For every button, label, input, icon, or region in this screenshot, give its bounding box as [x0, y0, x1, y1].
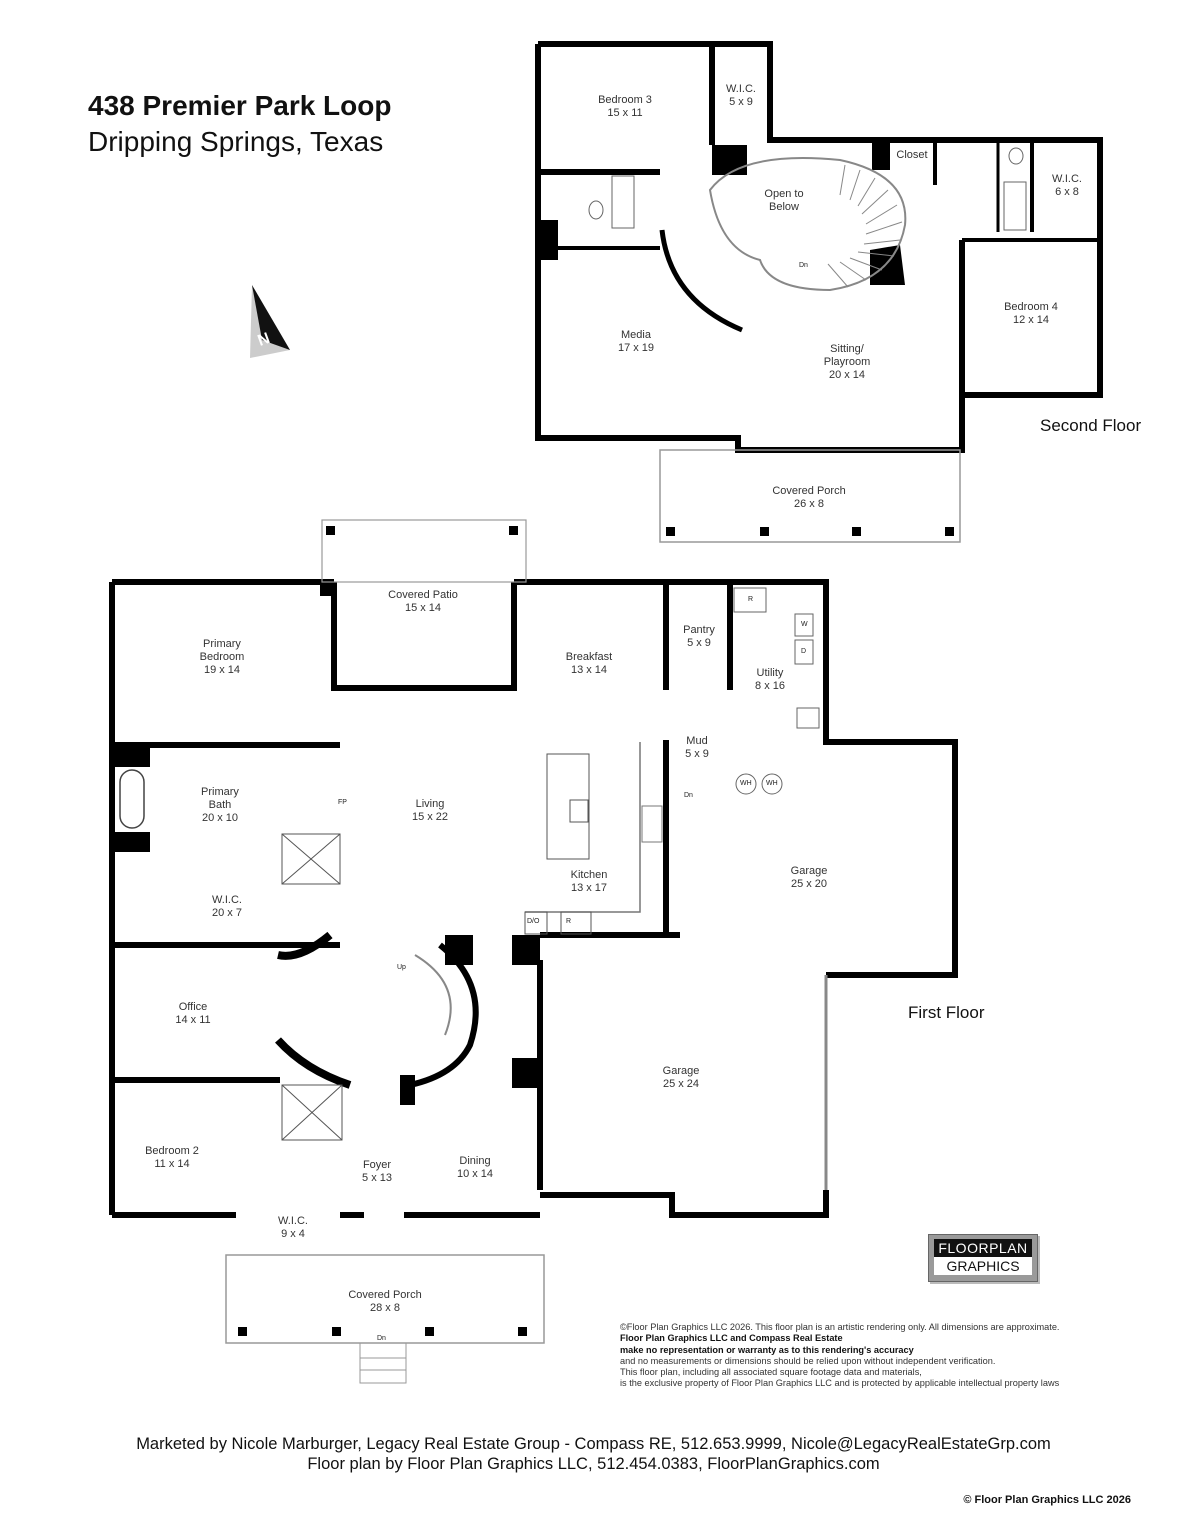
- marketed-by: Marketed by Nicole Marburger, Legacy Rea…: [136, 1435, 1051, 1453]
- second-floor-walls: [535, 41, 1103, 453]
- stair-up-label: Up: [397, 964, 406, 971]
- room-wic-upper-right: W.I.C.6 x 8: [1052, 173, 1082, 198]
- copyright: © Floor Plan Graphics LLC 2026: [963, 1494, 1131, 1506]
- footer-credits: Marketed by Nicole Marburger, Legacy Rea…: [0, 1434, 1187, 1474]
- north-arrow-icon: N: [250, 285, 290, 358]
- room-open-to-below: Open to Below: [764, 188, 804, 213]
- disclaimer: ©Floor Plan Graphics LLC 2026. This floo…: [620, 1322, 1060, 1389]
- floorplan-graphics-logo: FLOORPLAN GRAPHICS: [928, 1234, 1038, 1282]
- garage-stair-down-label: Dn: [684, 792, 693, 799]
- fireplace-label: FP: [338, 799, 347, 806]
- water-heater-1-label: WH: [740, 780, 752, 787]
- property-city-state: Dripping Springs, Texas: [88, 126, 384, 157]
- first-floor-walls: [109, 579, 958, 1218]
- floor-plan-by: Floor plan by Floor Plan Graphics LLC, 5…: [307, 1455, 880, 1473]
- stair-down-label: Dn: [799, 262, 808, 269]
- porch-down-label: Dn: [377, 1335, 386, 1342]
- water-heater-2-label: WH: [766, 780, 778, 787]
- second-floor-label: Second Floor: [1040, 416, 1142, 435]
- room-wic-bedroom-2: W.I.C.9 x 4: [278, 1215, 308, 1240]
- dishwasher-oven-label: D/O: [527, 918, 540, 925]
- room-wic-upper-left: W.I.C.5 x 9: [726, 83, 756, 108]
- svg-text:N: N: [256, 330, 273, 350]
- washer-label: W: [801, 621, 808, 628]
- dryer-label: D: [801, 648, 807, 655]
- room-closet: Closet: [896, 149, 928, 161]
- first-floor-label: First Floor: [908, 1003, 985, 1022]
- kitchen-refrigerator-label: R: [566, 918, 572, 925]
- property-address: 438 Premier Park Loop: [88, 90, 392, 121]
- utility-refrigerator-label: R: [748, 596, 754, 603]
- room-wic-primary: W.I.C.20 x 7: [212, 894, 242, 919]
